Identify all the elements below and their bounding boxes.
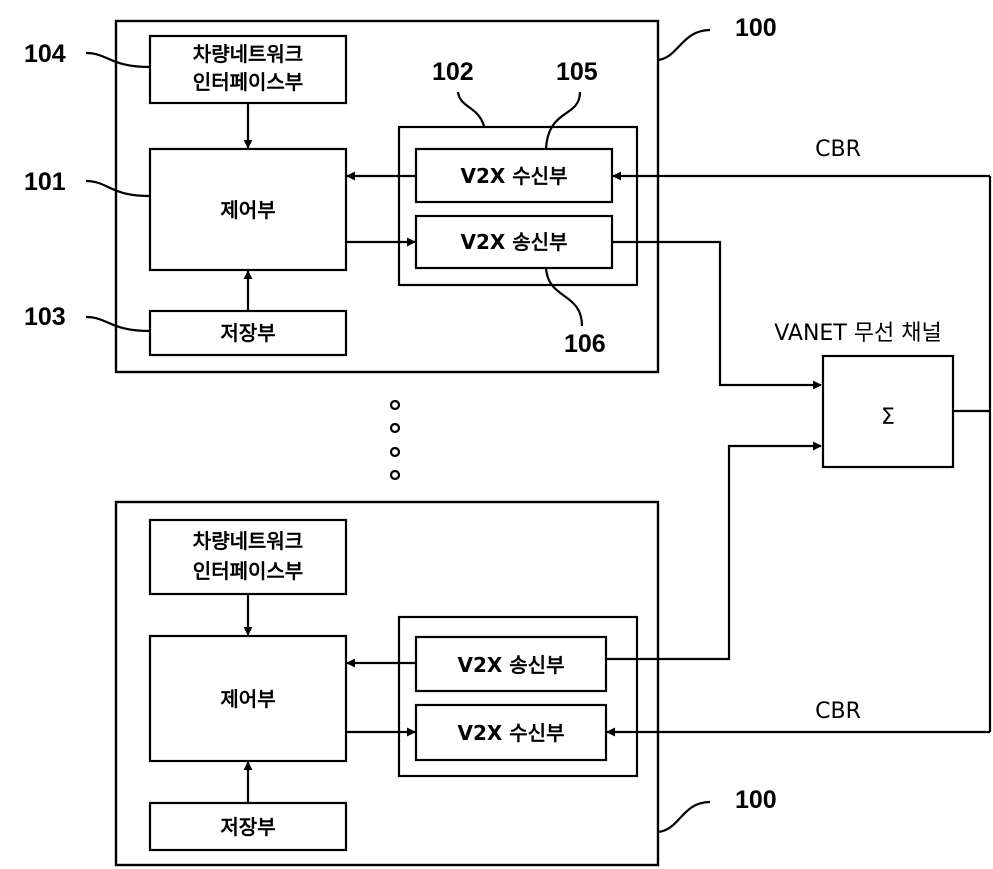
lower-controller-box (148, 634, 348, 763)
summation-symbol: Σ (881, 405, 895, 430)
ref-106-leader (544, 267, 584, 327)
lower-v2x-receiver-label: V2X 수신부 (458, 721, 565, 745)
lower-storage-label: 저장부 (220, 815, 275, 839)
lower-tx-to-channel-line (606, 441, 822, 661)
ref-103: 103 (24, 303, 66, 331)
continuation-dot (389, 469, 401, 481)
ref-106: 106 (564, 330, 606, 358)
ref-104-leader (85, 51, 151, 69)
ref-104: 104 (24, 40, 66, 68)
lower-interface-unit-line1: 차량네트워크 (193, 529, 303, 553)
lower-v2x-transmitter-box (414, 635, 608, 693)
continuation-dot (389, 422, 401, 434)
continuation-dots (389, 399, 401, 481)
ref-105-leader (544, 91, 582, 150)
lower-v2x-transmitter-label: V2X 송신부 (458, 653, 565, 677)
upper-cbr-label: CBR (815, 137, 861, 162)
upper-storage-label: 저장부 (220, 321, 275, 345)
upper-v2x-transmitter-box (414, 214, 614, 270)
upper-interface-unit-line1: 차량네트워크 (193, 42, 303, 66)
ref-100-upper: 100 (735, 14, 777, 42)
ref-102: 102 (432, 58, 474, 86)
vanet-channel-title: VANET 무선 채널 (774, 321, 941, 346)
ref-101: 101 (24, 168, 66, 196)
lower-v2x-receiver-box (414, 703, 608, 762)
ref-101-leader (85, 179, 151, 198)
upper-v2x-transmitter-label: V2X 송신부 (461, 230, 568, 254)
vanet-channel: VANET 무선 채널 Σ CBR CBR (606, 137, 992, 737)
ref-100-lower: 100 (735, 786, 777, 814)
lower-controller-label: 제어부 (220, 687, 275, 711)
lower-device-frame (114, 500, 660, 867)
continuation-dot (389, 446, 401, 458)
ref-103-leader (85, 315, 151, 333)
lower-cbr-label: CBR (815, 699, 861, 724)
upper-controller-box (148, 147, 348, 272)
lower-vehicle-device: 차량네트워크 인터페이스부 제어부 저장부 V2X 송신부 V2X 수신부 10… (114, 500, 777, 867)
ref-100-lower-leader (657, 800, 711, 834)
upper-interface-unit-line2: 인터페이스부 (193, 70, 303, 94)
upper-v2x-receiver-label: V2X 수신부 (461, 164, 568, 188)
upper-device-frame (114, 19, 660, 374)
upper-controller-label: 제어부 (220, 198, 275, 222)
continuation-dot (389, 399, 401, 411)
lower-storage-box (148, 801, 348, 852)
ref-102-leader (456, 91, 486, 127)
lower-interface-unit-line2: 인터페이스부 (193, 559, 303, 583)
ref-100-upper-leader (657, 28, 711, 62)
ref-105: 105 (556, 58, 598, 86)
upper-tx-to-channel-line (612, 240, 822, 390)
upper-vehicle-device: 차량네트워크 인터페이스부 제어부 저장부 V2X 수신부 V2X 송신부 10… (24, 14, 777, 374)
